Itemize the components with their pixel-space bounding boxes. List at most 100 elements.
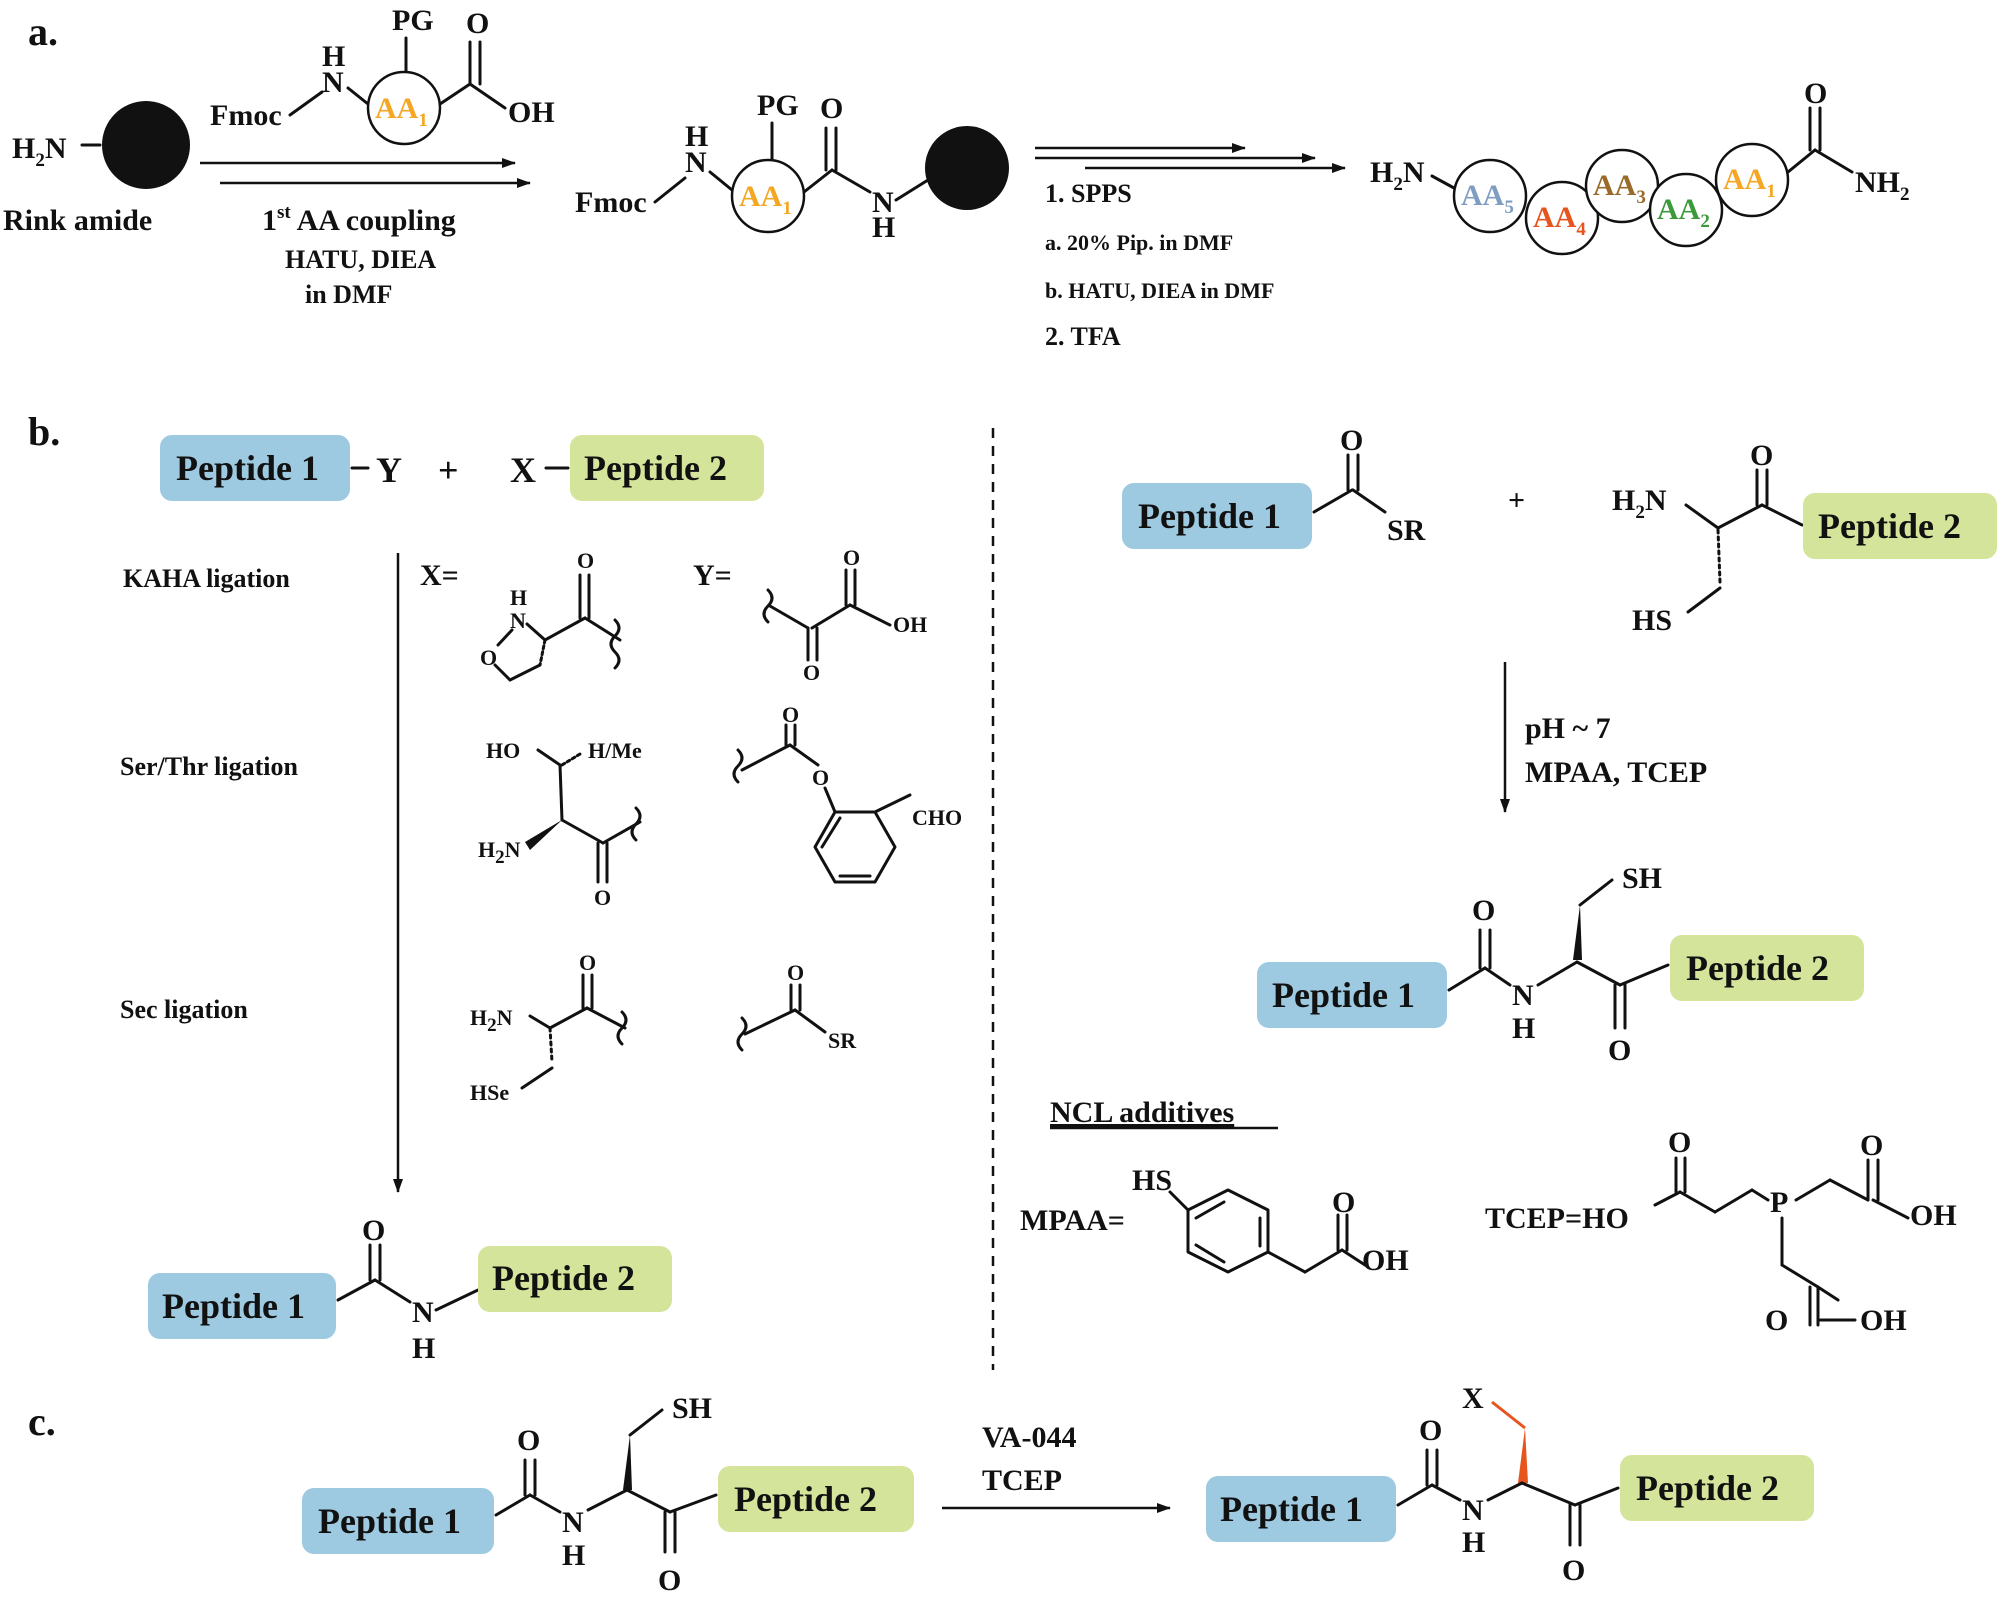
ligation-product: Peptide 1 O N H Peptide 2 [148,1214,672,1365]
mpaa-hs: HS [1132,1164,1172,1197]
ncl-condition-ph: pH ~ 7 [1525,712,1611,745]
tcep-p: P [1770,1186,1788,1219]
c-reactant-peptide2-label: Peptide 2 [734,1479,877,1519]
product-peptide1-box [148,1273,336,1339]
nh-n-label: N [322,66,344,99]
coupling-step-label: 1st AA coupling [262,202,456,237]
nh-h-label-2: H [685,120,708,153]
ncl-product-h: H [1512,1012,1535,1045]
panel-label-a: a. [28,9,58,54]
chain-h2n-label: H2N [1370,156,1425,195]
mpaa-structure: MPAA= HS O OH [1020,1164,1409,1277]
kaha-y-oh: OH [893,612,927,637]
product-peptide2-label: Peptide 2 [492,1258,635,1298]
panel-label-b: b. [28,409,60,454]
svg-text:AA3: AA3 [1593,169,1646,208]
svg-text:AA5: AA5 [1461,179,1514,218]
aa5-unit: AA5 [1452,158,1528,234]
c-product-x: X [1462,1382,1484,1415]
kaha-x-o: O [577,548,594,573]
desulfurization-product: X Peptide 1 O N H O Peptide 2 [1206,1382,1814,1587]
pg-label-2: PG [757,89,799,122]
ncl-peptide1-label: Peptide 1 [1138,496,1281,536]
aa4-unit: AA4 [1524,180,1600,256]
sec-y-thioester: O SR [736,960,857,1053]
y-equals-label: Y= [693,559,732,592]
mpaa-o: O [1332,1186,1355,1219]
tcep-oh-bottom: OH [1860,1304,1907,1337]
panel-label-c: c. [28,1399,56,1444]
kaha-ligation-label: KAHA ligation [123,564,290,593]
o-label-2: O [820,92,843,125]
spps-step-a: a. 20% Pip. in DMF [1045,230,1233,255]
ncl-peptide2-box [1803,493,1997,559]
c-reactant-o-bottom: O [658,1564,681,1597]
pg-label: PG [392,4,434,37]
svg-text:AA1: AA1 [1723,163,1776,202]
svg-text:AA2: AA2 [1657,193,1710,232]
o-label: O [466,7,489,40]
desulfurization-reactant: SH Peptide 1 O N H O Peptide 2 [302,1392,914,1597]
ncl-cys-o: O [1750,439,1773,472]
aa1-label-2: AA1 [739,180,792,219]
chain-nh2-label: NH2 [1855,166,1910,205]
product-n-label: N [412,1296,434,1329]
kaha-nh-h: H [510,585,527,610]
peptide1-box [160,435,350,501]
ncl-sr: SR [1387,514,1426,547]
tcep-oh-right: OH [1910,1199,1957,1232]
tcep-o-left: O [1668,1126,1691,1159]
sec-x-selenocysteine: H2N O HSe [470,950,628,1105]
amide-n-label: N [872,186,894,219]
peptide1-label: Peptide 1 [176,448,319,488]
ncl-hs: HS [1632,604,1672,637]
plus-sign: + [438,450,459,490]
ncl-peptide2-label: Peptide 2 [1818,506,1961,546]
fmoc-aa1-reagent: PG O H N Fmoc AA1 OH [210,4,555,146]
product-o-label: O [362,1214,385,1247]
ncl-condition-reagents: MPAA, TCEP [1525,756,1707,789]
sertr-hme: H/Me [588,738,642,763]
aa2-unit: AA2 [1648,172,1724,248]
c-reactant-o-top: O [517,1424,540,1457]
ligation-reactants: Peptide 1 Y + X Peptide 2 [160,435,764,501]
nh-h-label: H [322,40,345,73]
product-peptide2-box [478,1246,672,1312]
aa3-unit: AA3 [1584,148,1660,224]
sec-y-o: O [787,960,804,985]
sec-hse: HSe [470,1080,509,1105]
tcep-equals: TCEP=HO [1485,1202,1629,1235]
c-product-peptide1-box [1206,1476,1396,1542]
c-reactant-peptide2-box [718,1466,914,1532]
chain-o-label: O [1804,77,1827,110]
mpaa-equals: MPAA= [1020,1204,1125,1237]
fmoc-label-2: Fmoc [575,186,647,219]
tcep-o-bottom: O [1765,1304,1788,1337]
tcep-structure: TCEP=HO O P O OH O OH [1485,1126,1957,1337]
amide-h-label: H [872,211,895,244]
kaha-nh-n: N [510,608,526,633]
rink-amide-resin: H2N Rink amide [3,101,190,237]
nh-n-label-2: N [685,146,707,179]
c-reactant-peptide1-box [302,1488,494,1554]
benzene-ring [813,810,897,884]
ncl-product-peptide1-label: Peptide 1 [1272,975,1415,1015]
ncl-thioester: Peptide 1 O SR [1122,424,1426,549]
aa1-circle [366,70,442,146]
resin-bead-2 [925,126,1009,210]
c-product-peptide2-box [1620,1455,1814,1521]
sertr-y-ester-o: O [812,765,829,790]
ncl-product-peptide2-label: Peptide 2 [1686,948,1829,988]
ncl-cysteine-peptide: H2N O Peptide 2 HS [1612,439,1997,637]
product-peptide1-label: Peptide 1 [162,1286,305,1326]
c-product-peptide2-label: Peptide 2 [1636,1468,1779,1508]
fmoc-label: Fmoc [210,99,282,132]
resin-bound-aa1: PG O H N Fmoc AA1 N H [575,89,1009,244]
aa1-circle-2 [730,158,806,234]
ncl-product-sh: SH [1622,862,1662,895]
kaha-y-ketoacid: O O OH [762,545,927,685]
sec-y-sr: SR [828,1028,857,1053]
ncl-h2n: H2N [1612,484,1667,523]
c-product-o-top: O [1419,1414,1442,1447]
